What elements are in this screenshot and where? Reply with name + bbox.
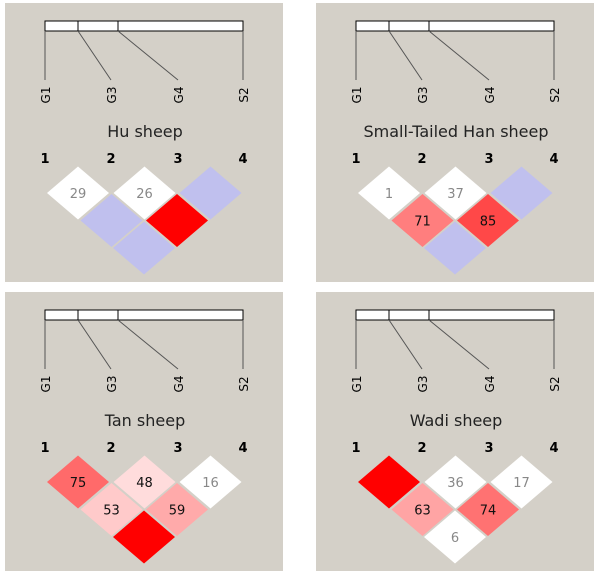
marker-label: G1: [39, 87, 53, 104]
marker-number: 4: [238, 441, 247, 456]
marker-connector: [77, 319, 112, 370]
marker-label: G4: [483, 87, 497, 104]
ld-value: 26: [136, 187, 153, 202]
ld-value: 6: [451, 531, 459, 546]
marker-position-bar: [44, 309, 244, 321]
panel-title: Tan sheep: [104, 411, 185, 430]
panel-title: Small-Tailed Han sheep: [363, 122, 548, 141]
ld-panel-tan: G1 1 G3 2 G4 3 S2 4 Tan sheep 75 48 16 53 59: [5, 292, 283, 571]
ld-value: 48: [136, 476, 153, 491]
ld-cell-2-3: [113, 455, 176, 509]
marker-label: G3: [105, 87, 119, 104]
marker-position-bar: [355, 20, 555, 32]
panel-title: Hu sheep: [107, 122, 183, 141]
ld-plot: G1 1 G3 2 G4 3 S2 4 Tan sheep 75 48 16 53 59: [39, 309, 251, 564]
marker-number: 4: [549, 441, 558, 456]
ld-cell-1-2: [358, 455, 420, 509]
ld-value: 85: [480, 215, 497, 230]
marker-label: S2: [237, 376, 251, 391]
ld-value: 17: [513, 476, 530, 491]
ld-cell-2-3: [424, 455, 487, 509]
marker-number: 3: [484, 441, 493, 456]
marker-label: G1: [350, 87, 364, 104]
ld-cell-1-4: [424, 221, 486, 275]
marker-connector: [117, 30, 179, 81]
marker-connector: [428, 30, 490, 81]
ld-plot: G1 1 G3 2 G4 3 S2 4 Hu sheep 29 26: [39, 20, 251, 275]
ld-cell-2-4: [146, 483, 208, 536]
ld-cell-1-3: [80, 194, 143, 247]
ld-cell-2-3: [113, 166, 176, 220]
ld-cell-2-4: [457, 194, 519, 247]
marker-label: G4: [172, 376, 186, 393]
marker-number: 3: [484, 152, 493, 167]
ld-panel-wadi: G1 1 G3 2 G4 3 S2 4 Wadi sheep 36 17 63 74 6: [316, 292, 594, 571]
ld-value: 37: [447, 187, 464, 202]
ld-cell-3-4: [490, 166, 553, 220]
ld-cell-1-2: [47, 455, 109, 509]
marker-label: S2: [548, 376, 562, 391]
marker-connector: [117, 319, 179, 370]
marker-label: G3: [105, 376, 119, 393]
ld-value: 63: [414, 504, 431, 519]
ld-cell-3-4: [179, 455, 242, 509]
marker-label: G4: [172, 87, 186, 104]
ld-plot: G1 1 G3 2 G4 3 S2 4 Wadi sheep 36 17 63 74 6: [350, 309, 562, 564]
marker-connector: [388, 319, 423, 370]
ld-value: 16: [202, 476, 219, 491]
marker-position-bar: [355, 309, 555, 321]
marker-connector: [77, 30, 112, 81]
ld-value: 29: [70, 187, 87, 202]
marker-number: 2: [106, 441, 115, 456]
marker-number: 1: [40, 441, 49, 456]
ld-cell-1-3: [391, 483, 454, 536]
ld-value: 53: [103, 504, 120, 519]
marker-connector: [388, 30, 423, 81]
ld-value: 75: [70, 476, 87, 491]
ld-cell-3-4: [490, 455, 553, 509]
marker-number: 2: [417, 152, 426, 167]
ld-value: 74: [480, 504, 497, 519]
ld-value: 36: [447, 476, 464, 491]
marker-number: 1: [351, 152, 360, 167]
marker-label: S2: [548, 87, 562, 102]
ld-value: 71: [414, 215, 431, 230]
marker-number: 2: [106, 152, 115, 167]
ld-value: 59: [169, 504, 186, 519]
ld-cell-1-3: [391, 194, 454, 247]
marker-label: G1: [39, 376, 53, 393]
ld-cell-2-3: [424, 166, 487, 220]
marker-number: 3: [173, 441, 182, 456]
ld-cell-1-4: [424, 510, 486, 564]
ld-cell-1-2: [358, 166, 420, 220]
marker-label: G3: [416, 376, 430, 393]
marker-number: 2: [417, 441, 426, 456]
marker-position-bar: [44, 20, 244, 32]
ld-value: 1: [385, 187, 393, 202]
ld-cell-2-4: [457, 483, 519, 536]
panel-title: Wadi sheep: [410, 411, 503, 430]
marker-number: 1: [351, 441, 360, 456]
marker-number: 4: [549, 152, 558, 167]
ld-cell-2-4: [146, 194, 208, 247]
ld-panel-hu: G1 1 G3 2 G4 3 S2 4 Hu sheep 29 26: [5, 3, 283, 282]
marker-number: 3: [173, 152, 182, 167]
marker-label: G4: [483, 376, 497, 393]
ld-cell-1-3: [80, 483, 143, 536]
ld-cell-1-4: [113, 510, 175, 564]
marker-number: 4: [238, 152, 247, 167]
marker-number: 1: [40, 152, 49, 167]
marker-label: G3: [416, 87, 430, 104]
marker-label: S2: [237, 87, 251, 102]
marker-label: G1: [350, 376, 364, 393]
ld-cell-1-4: [113, 221, 175, 275]
ld-cell-1-2: [47, 166, 109, 220]
marker-connector: [428, 319, 490, 370]
ld-cell-3-4: [179, 166, 242, 220]
